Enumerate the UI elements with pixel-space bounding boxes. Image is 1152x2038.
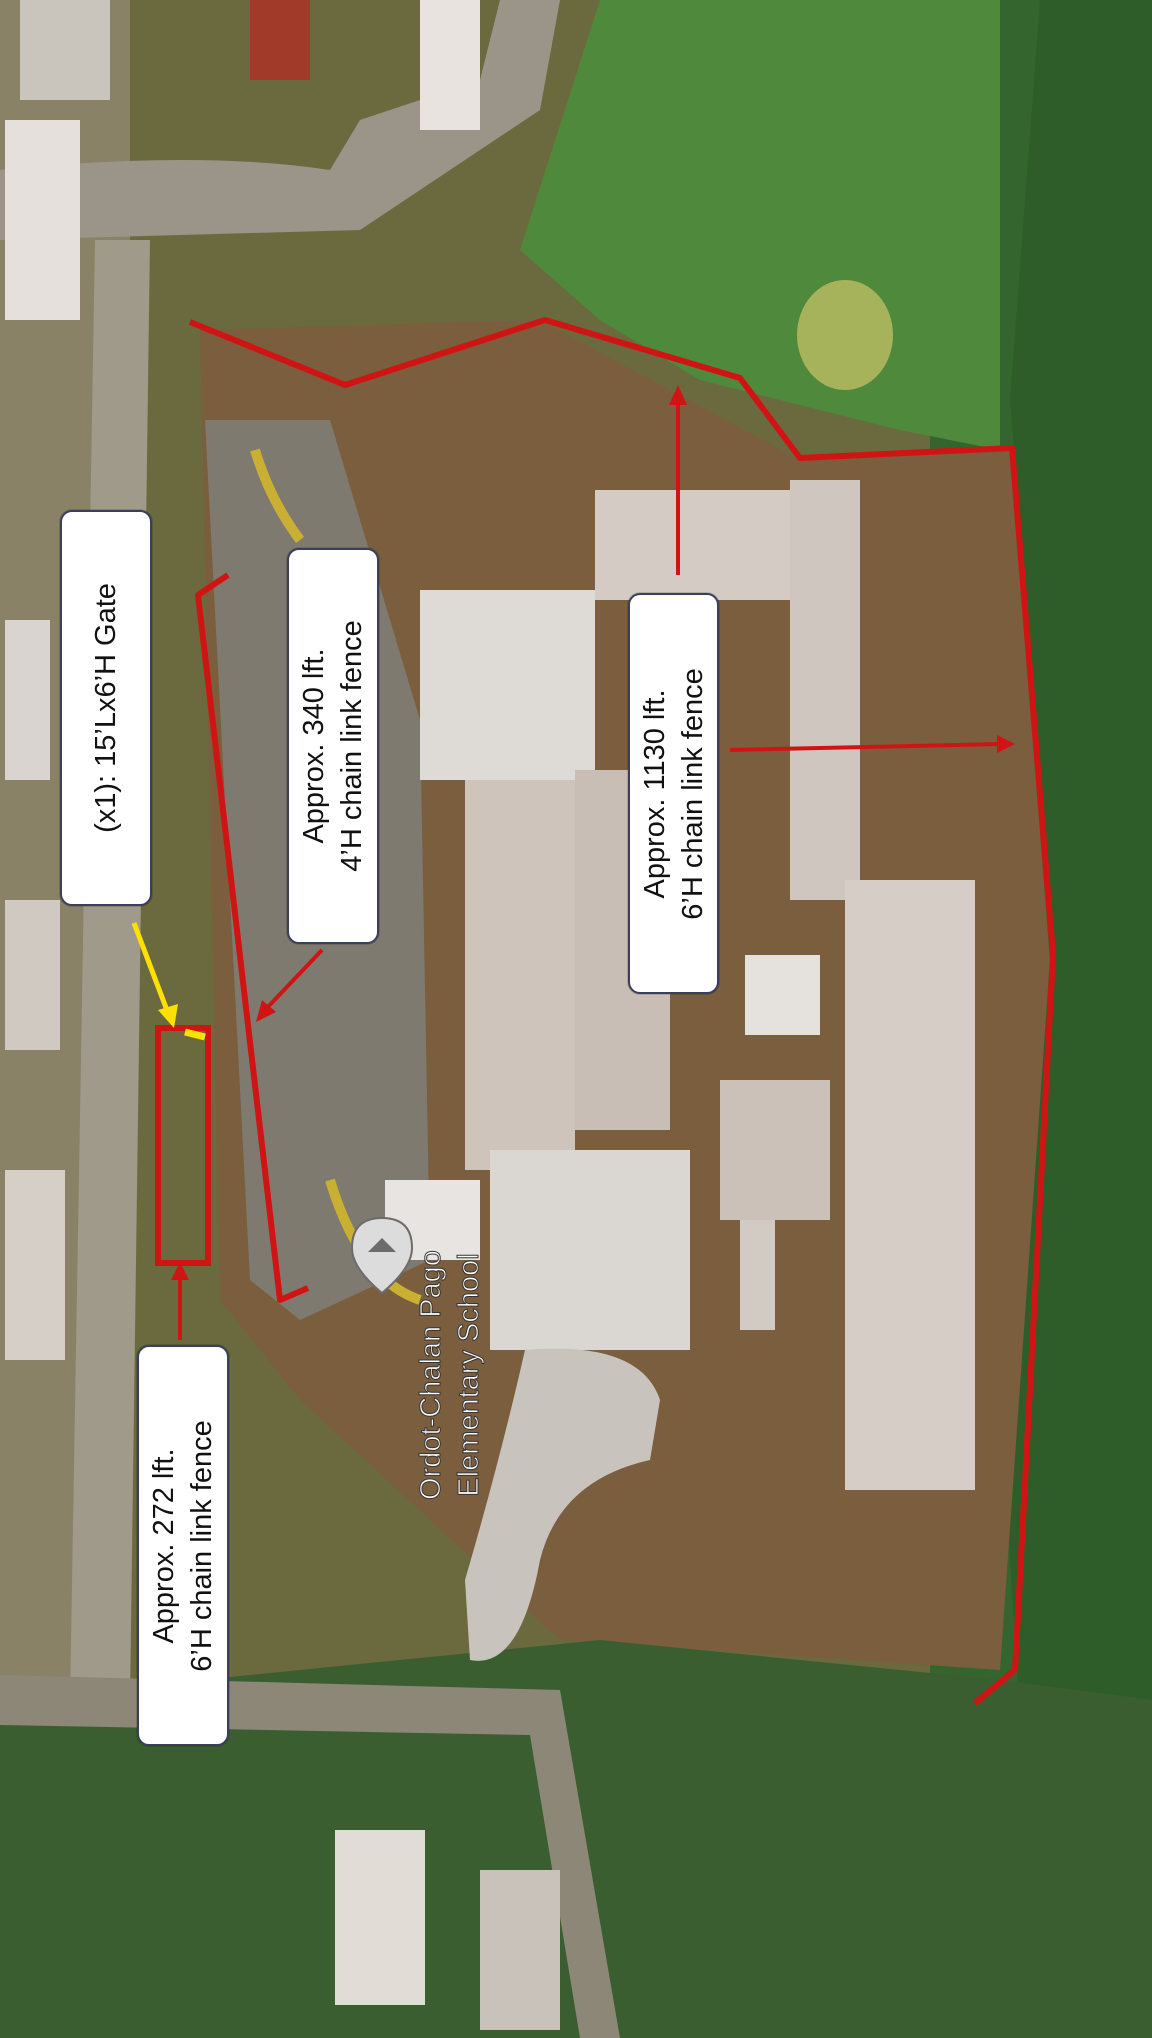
arrow-1130-right bbox=[729, 742, 1001, 752]
road-south bbox=[0, 1675, 620, 2038]
arrow-gate bbox=[131, 922, 171, 1014]
house bbox=[20, 0, 110, 100]
annotation-fence-1130-text: Approx. 1130 lft. 6’H chain link fence bbox=[636, 668, 712, 919]
arrow-340 bbox=[263, 948, 324, 1012]
map-pin-icon bbox=[350, 1216, 414, 1295]
annotation-fence-340: Approx. 340 lft. 4’H chain link fence bbox=[287, 548, 379, 944]
annotation-gate: (x1): 15’Lx6’H Gate bbox=[60, 510, 152, 906]
house bbox=[480, 1870, 560, 2030]
house bbox=[335, 1830, 425, 2005]
annotation-fence-340-text: Approx. 340 lft. 4’H chain link fence bbox=[295, 620, 371, 871]
place-label-line1: Ordot-Chalan Pago bbox=[415, 1250, 447, 1500]
annotation-fence-272: Approx. 272 lft. 6’H chain link fence bbox=[137, 1345, 229, 1746]
curb-marking bbox=[250, 448, 305, 543]
house bbox=[250, 0, 310, 80]
house bbox=[420, 0, 480, 130]
annotation-fence-1130-line2: 6’H chain link fence bbox=[676, 667, 709, 920]
school-building bbox=[720, 1080, 830, 1220]
annotation-gate-line1: (x1): 15’Lx6’H Gate bbox=[90, 583, 122, 833]
pond bbox=[797, 280, 893, 390]
annotation-fence-272-text: Approx. 272 lft. 6’H chain link fence bbox=[145, 1420, 221, 1671]
school-building bbox=[420, 590, 595, 780]
annotation-fence-272-line2: 6’H chain link fence bbox=[186, 1419, 218, 1672]
arrow-gate-head bbox=[158, 1004, 178, 1028]
annotation-fence-272-line1: Approx. 272 lft. bbox=[148, 1447, 180, 1644]
school-building bbox=[845, 880, 975, 1490]
school-building bbox=[740, 1220, 775, 1330]
arrow-1130-right-head bbox=[997, 735, 1015, 753]
fence-line-1130 bbox=[188, 317, 1056, 1706]
gate-marker bbox=[184, 1028, 206, 1041]
annotation-fence-1130-line1: Approx. 1130 lft. bbox=[638, 688, 671, 899]
courtyard-court bbox=[745, 955, 820, 1035]
fence-line-340 bbox=[195, 572, 310, 1303]
school-building bbox=[490, 1150, 690, 1350]
annotation-fence-340-line1: Approx. 340 lft. bbox=[298, 648, 330, 844]
school-building-curved bbox=[465, 1348, 660, 1661]
house bbox=[5, 1170, 65, 1360]
school-building bbox=[790, 480, 860, 900]
arrow-340-head bbox=[256, 1000, 276, 1022]
annotation-fence-1130: Approx. 1130 lft. 6’H chain link fence bbox=[628, 593, 719, 994]
arrow-1130-up-head bbox=[669, 385, 687, 405]
annotation-gate-text: (x1): 15’Lx6’H Gate bbox=[87, 583, 125, 833]
road-north bbox=[0, 0, 560, 240]
house bbox=[5, 120, 80, 320]
school-building bbox=[465, 780, 575, 1170]
house bbox=[5, 620, 50, 780]
place-label-line2: Elementary School bbox=[453, 1253, 485, 1496]
house bbox=[5, 900, 60, 1050]
fence-line-272 bbox=[155, 1025, 211, 1266]
annotation-fence-340-line2: 4’H chain link fence bbox=[336, 620, 368, 872]
arrow-272-head bbox=[171, 1262, 189, 1280]
